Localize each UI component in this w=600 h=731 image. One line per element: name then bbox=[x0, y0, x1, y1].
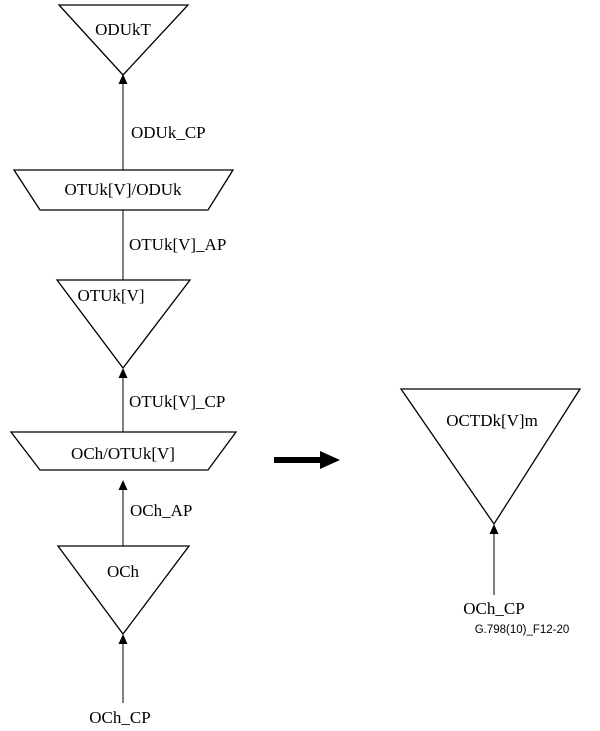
right-och-cp-label: OCh_CP bbox=[463, 599, 524, 618]
odukt-triangle bbox=[57, 4, 190, 76]
otuk-label: OTUk[V] bbox=[77, 286, 144, 305]
octdk-label: OCTDk[V]m bbox=[446, 411, 538, 430]
otuk-triangle bbox=[55, 279, 192, 370]
och-cp-arrowhead bbox=[118, 634, 128, 644]
oduk-cp-arrowhead bbox=[118, 74, 128, 84]
och-triangle bbox=[56, 545, 191, 636]
transform-arrow-shaft bbox=[274, 457, 322, 463]
figure-id: G.798(10)_F12-20 bbox=[475, 624, 570, 636]
octdk-triangle bbox=[399, 388, 582, 526]
otuk-oduk-adaptation bbox=[12, 169, 235, 211]
transform-arrow-head bbox=[320, 451, 340, 469]
och-ap-arrowhead bbox=[118, 480, 128, 490]
och-cp-label: OCh_CP bbox=[89, 708, 150, 727]
och-otuk-adaptation bbox=[9, 431, 238, 471]
otuk-oduk-label: OTUk[V]/ODUk bbox=[64, 180, 182, 199]
right-och-cp-arrowhead bbox=[489, 524, 499, 534]
och-ap-label: OCh_AP bbox=[130, 501, 192, 520]
odukt-label: ODUkT bbox=[95, 20, 151, 39]
otuk-ap-label: OTUk[V]_AP bbox=[129, 235, 226, 254]
otuk-cp-arrowhead bbox=[118, 368, 128, 378]
otuk-cp-label: OTUk[V]_CP bbox=[129, 392, 225, 411]
och-otuk-label: OCh/OTUk[V] bbox=[71, 444, 175, 463]
och-label: OCh bbox=[107, 562, 140, 581]
oduk-cp-label: ODUk_CP bbox=[131, 123, 206, 142]
